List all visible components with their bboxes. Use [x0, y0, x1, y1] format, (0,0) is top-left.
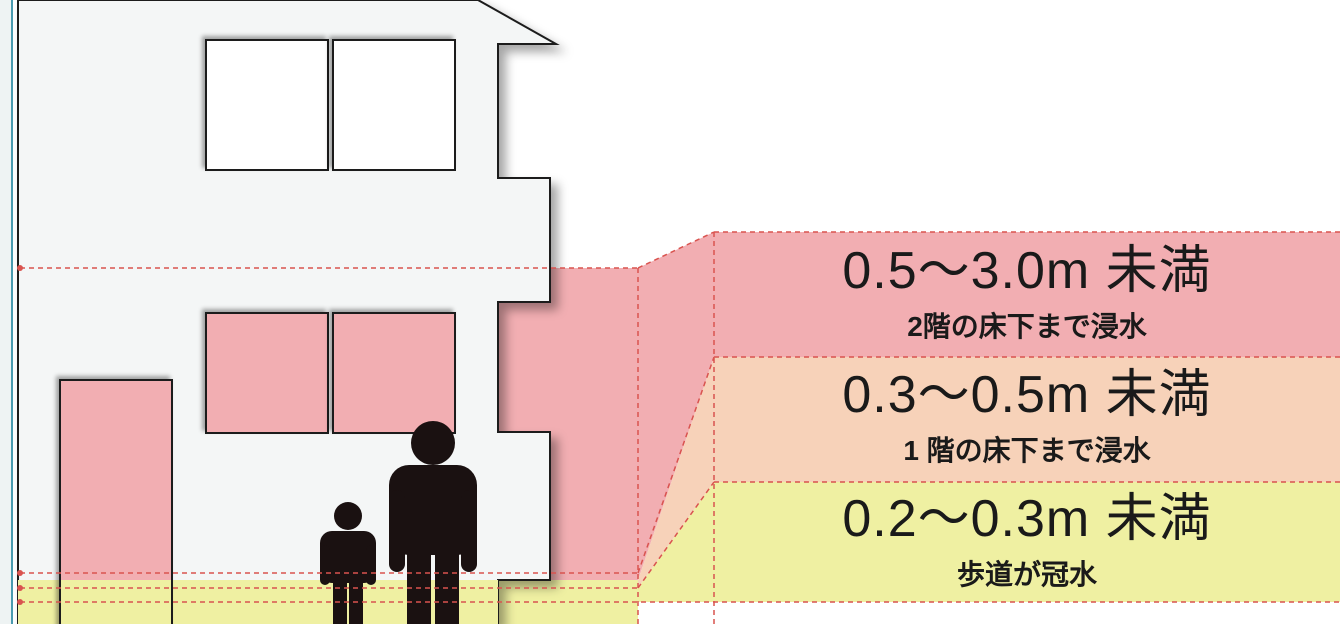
adult-person-icon [389, 421, 477, 624]
perspective-band-mid [638, 357, 714, 588]
perspective-band-low [638, 482, 714, 602]
level-mid-title: 0.3〜0.5m 未満 [842, 366, 1212, 424]
left-border-line [11, 0, 13, 624]
house-icon [17, 0, 560, 624]
lower-window-right [332, 312, 456, 434]
perspective-band-high [638, 232, 714, 580]
band-low-bg [714, 482, 1340, 602]
level-low-title: 0.2〜0.3m 未満 [842, 490, 1212, 548]
upper-window-left [205, 39, 329, 171]
upper-window-right [332, 39, 456, 171]
level-high-subtitle: 2階の床下まで浸水 [907, 311, 1147, 342]
band-high-bg [714, 232, 1340, 357]
child-person-icon [320, 502, 376, 624]
door-water-band [61, 580, 171, 624]
level-low-subtitle: 歩道が冠水 [956, 559, 1097, 590]
guide-lines [20, 231, 1340, 624]
level-mid-subtitle: 1 階の床下まで浸水 [903, 435, 1151, 466]
guide-line-dots [17, 265, 23, 605]
band-mid-bg [714, 357, 1340, 482]
left-border-panel [0, 0, 13, 624]
lower-window-left [205, 312, 329, 434]
level-high-title: 0.5〜3.0m 未満 [842, 242, 1212, 300]
